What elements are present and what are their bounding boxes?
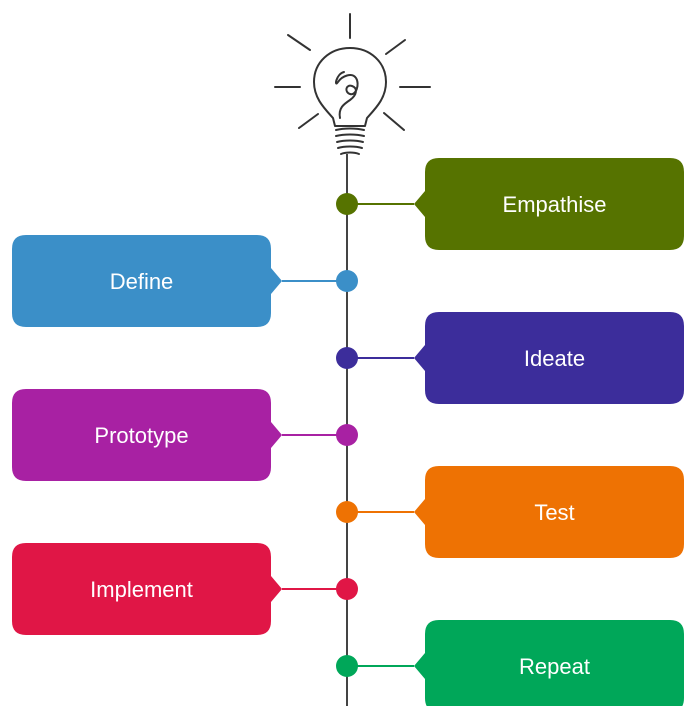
stage-prototype: Prototype (12, 389, 358, 481)
stage-label: Prototype (94, 423, 188, 448)
stage-dot (336, 501, 358, 523)
stage-label: Repeat (519, 654, 590, 679)
stage-dot (336, 270, 358, 292)
stage-define: Define (12, 235, 358, 327)
stage-dot (336, 193, 358, 215)
light-ray (298, 113, 319, 129)
light-ray (287, 34, 311, 51)
stage-dot (336, 578, 358, 600)
light-ray (385, 39, 406, 55)
stages-group: EmpathiseDefineIdeatePrototypeTestImplem… (12, 158, 684, 706)
stage-box (12, 389, 282, 481)
stage-dot (336, 347, 358, 369)
bulb-glass (313, 47, 387, 127)
stage-label: Empathise (503, 192, 607, 217)
stage-label: Implement (90, 577, 193, 602)
stage-box (414, 466, 684, 558)
stage-dot (336, 424, 358, 446)
bulb-base (335, 127, 365, 155)
stage-repeat: Repeat (336, 620, 684, 706)
stage-box (12, 543, 282, 635)
stage-label: Define (110, 269, 174, 294)
stage-test: Test (336, 466, 684, 558)
stage-box (12, 235, 282, 327)
bulb-filament (335, 71, 359, 119)
stage-dot (336, 655, 358, 677)
stage-box (414, 312, 684, 404)
lightbulb-icon (274, 13, 431, 155)
stage-implement: Implement (12, 543, 358, 635)
light-ray (383, 112, 405, 131)
stage-empathise: Empathise (336, 158, 684, 250)
stage-label: Ideate (524, 346, 585, 371)
stage-ideate: Ideate (336, 312, 684, 404)
stage-box (414, 158, 684, 250)
stage-box (414, 620, 684, 706)
stage-label: Test (534, 500, 574, 525)
